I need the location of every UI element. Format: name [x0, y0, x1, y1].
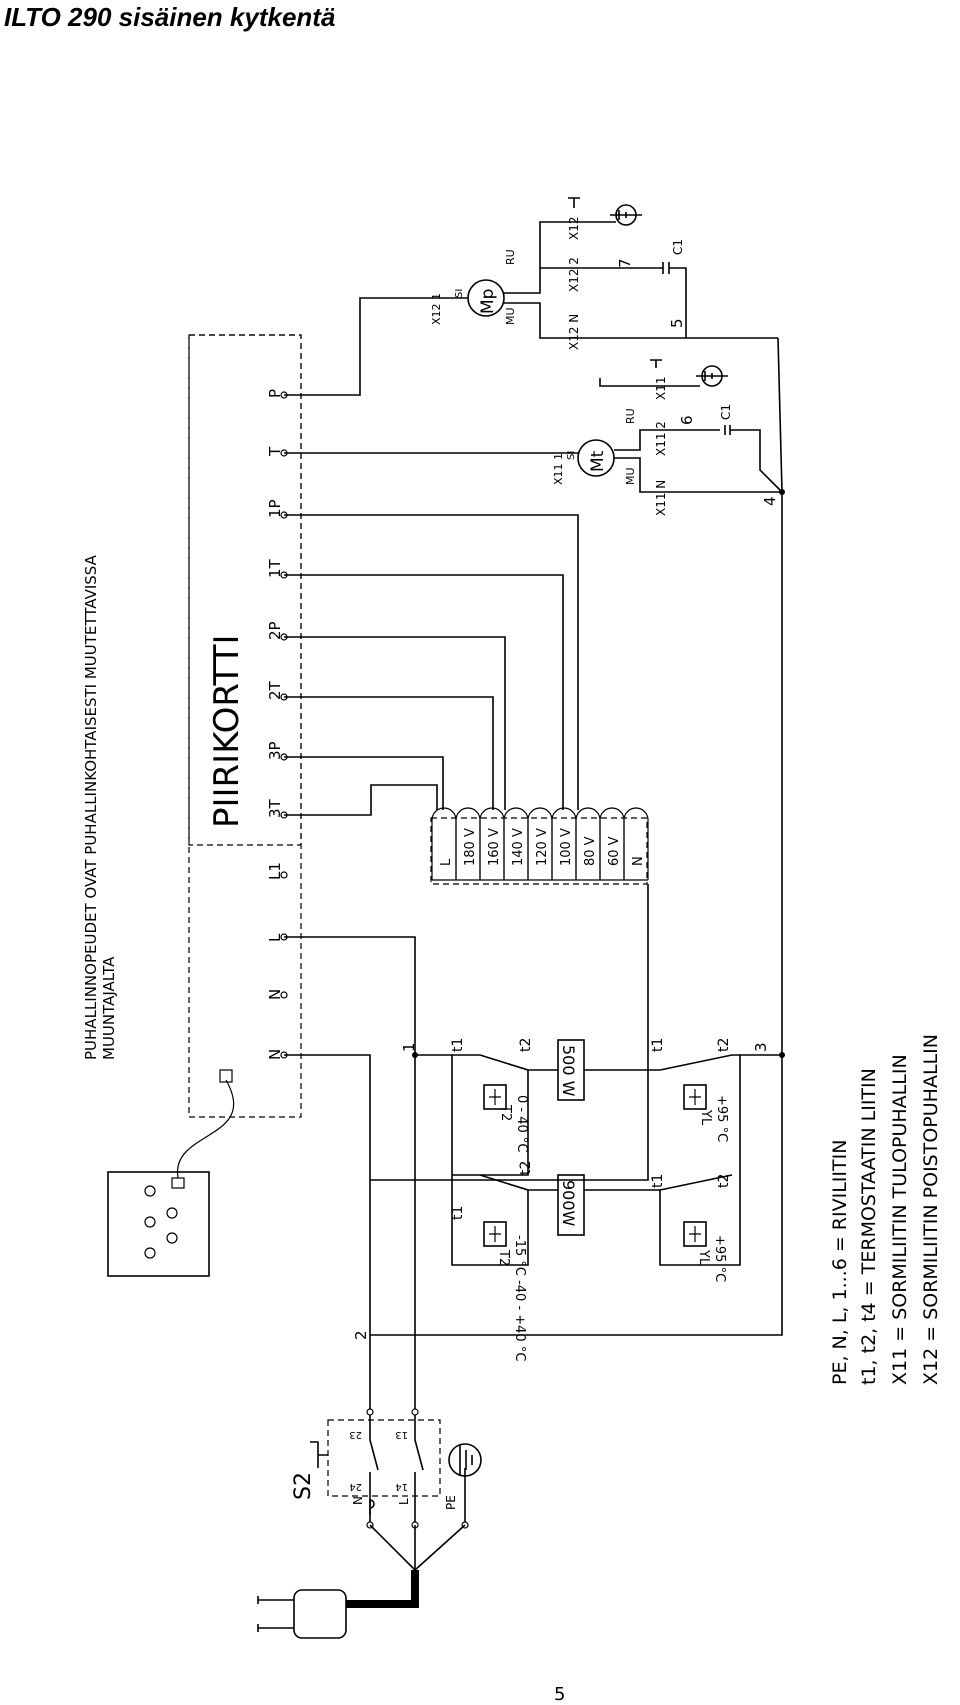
note-line-2: MUUNTAJALTA — [100, 956, 118, 1060]
thermo-t1-label: t1 — [650, 1038, 666, 1052]
ground-icon-small — [568, 197, 580, 208]
legend-line-4: X12 = SORMILIITIN POISTOPUHALLIN — [920, 1034, 942, 1385]
terminal-label: L1 — [266, 862, 284, 880]
switch-contact: 23 — [349, 1429, 362, 1440]
heater-500w-label: 500 W — [559, 1045, 578, 1097]
thermostat-ul-range: -15 °C -40 - +40 °C — [512, 1235, 527, 1361]
terminal-label: 2T — [266, 680, 284, 700]
board-wiring — [284, 297, 579, 1410]
mp-x12-pe: X12 — [567, 217, 581, 241]
mp-x12-n: X12 N — [567, 314, 581, 350]
tap-label: 160 V — [487, 828, 502, 866]
thermo-t2-label: t2 — [518, 1161, 534, 1175]
note-line-1: PUHALLINNOPEUDET OVAT PUHALLINKOHTAISEST… — [82, 554, 100, 1060]
mp-x12-2: X12 2 — [567, 257, 581, 292]
motor-mp-label: Mp — [478, 289, 498, 314]
heater-thermostat-block: 1 T2 0 - 40 °C T2 -15 °C -40 - +40 °C t1… — [400, 1038, 785, 1361]
thermostat-ll-range: +95 °C — [712, 1235, 727, 1282]
motor-mp: Mp X12 1 SI RU MU X12 N X12 2 X12 7 5 C1 — [420, 197, 778, 368]
thermo-t2-label: t2 — [518, 1038, 534, 1052]
thermo-t1-label: t1 — [650, 1174, 666, 1188]
mt-x11-2: X11 2 — [654, 421, 668, 456]
terminal-label: 3P — [266, 741, 284, 760]
mt-x11-1: X11 1 — [552, 453, 565, 485]
terminal-label: N — [266, 989, 284, 1000]
thermo-t1-label: t1 — [450, 1038, 466, 1052]
ground-icon — [448, 1443, 482, 1477]
tap-label: 60 V — [607, 836, 622, 866]
thermostat-ll-name: YL — [696, 1249, 711, 1266]
thermostat-ur-name: T2 — [498, 1104, 513, 1121]
terminal-label: 1P — [266, 499, 284, 518]
terminal-label: T — [266, 446, 284, 457]
mp-mu: MU — [504, 307, 517, 325]
tap-label: 180 V — [463, 828, 478, 866]
node-1-label: 1 — [400, 1042, 418, 1052]
page-number: 5 — [554, 1684, 566, 1705]
ground-icon-small — [650, 359, 662, 368]
node-7-label: 7 — [616, 258, 634, 268]
switch-contact: 24 — [349, 1481, 362, 1492]
wire-pe-label: PE — [444, 1495, 458, 1510]
mt-si: SI — [566, 451, 577, 460]
node-5-label: 5 — [668, 318, 686, 328]
board-terminals: N N L L1 3T 3P 2T 2P 1T 1P T P — [266, 389, 288, 1060]
motor-mt: Mt X11 1 SI RU MU X11 N X11 2 X11 6 C1 — [552, 365, 783, 516]
circuit-board-inner — [188, 334, 302, 846]
terminal-label: 2P — [266, 621, 284, 640]
board-name: PIIRIKORTTI — [207, 634, 247, 828]
tap-label: 80 V — [583, 836, 598, 866]
tap-label: 140 V — [511, 828, 526, 866]
terminal-label: 3T — [266, 798, 284, 818]
legend-line-2: t1, t2, t4 = TERMOSTAATIN LIITIN — [858, 1068, 880, 1385]
mt-cap-label: C1 — [719, 404, 733, 420]
terminal-label: 1T — [266, 558, 284, 578]
thermo-t2-label: t2 — [716, 1038, 732, 1052]
node-3-label: 3 — [752, 1042, 770, 1052]
terminal-label: N — [266, 1049, 284, 1060]
motor-mt-label: Mt — [588, 450, 608, 472]
switch-name: S2 — [291, 1472, 316, 1500]
power-plug-icon — [257, 1589, 347, 1639]
legend-line-1: PE, N, L, 1...6 = RIVILIITIN — [829, 1140, 851, 1385]
legend: PE, N, L, 1...6 = RIVILIITIN t1, t2, t4 … — [829, 1034, 942, 1385]
terminal-label: L — [266, 933, 284, 942]
thermostat-ur-range: 0 - 40 °C — [514, 1095, 529, 1152]
mt-x11-pe: X11 — [654, 377, 668, 401]
mt-mu: MU — [624, 467, 637, 485]
tap-label: L — [439, 858, 454, 866]
tap-label: 120 V — [535, 828, 550, 866]
mp-si: SI — [454, 289, 465, 298]
switch-contact: 14 — [395, 1481, 408, 1492]
thermo-t1-label: t1 — [450, 1206, 466, 1220]
wire-n-label: N — [351, 1496, 365, 1505]
thermostat-ul-name: T2 — [496, 1249, 511, 1266]
mp-x12-1: X12 1 — [430, 293, 443, 325]
tap-label: 100 V — [559, 828, 574, 866]
node-6-label: 6 — [678, 415, 696, 425]
main-bus: 4 2 — [352, 337, 785, 1340]
terminal-label: P — [266, 389, 284, 398]
main-switch-s2: S2 24 14 23 13 — [291, 1408, 441, 1515]
page-title: ILTO 290 sisäinen kytkentä — [4, 2, 336, 32]
legend-line-3: X11 = SORMILIITIN TULOPUHALLIN — [889, 1054, 911, 1385]
mp-cap-label: C1 — [671, 239, 685, 255]
thermostat-lr-name: YL — [698, 1109, 713, 1126]
wire-l-label: L — [397, 1498, 411, 1505]
socket-outlet-icon — [107, 1069, 235, 1277]
switch-contact: 13 — [395, 1429, 408, 1440]
power-cord: N L PE — [346, 1443, 482, 1608]
mt-x11-n: X11 N — [654, 480, 668, 516]
heater-900w — [557, 1174, 585, 1236]
node-2-label: 2 — [352, 1330, 370, 1340]
heater-900w-label: 900W — [559, 1180, 578, 1227]
node-4-label: 4 — [761, 496, 779, 506]
mp-ru: RU — [504, 249, 517, 265]
thermostat-lr-range: +95 °C — [714, 1095, 729, 1142]
tap-label: N — [631, 856, 646, 866]
mt-ru: RU — [624, 408, 637, 424]
transformer: L 180 V 160 V 140 V 120 V 100 V 80 V 60 … — [370, 807, 649, 1181]
